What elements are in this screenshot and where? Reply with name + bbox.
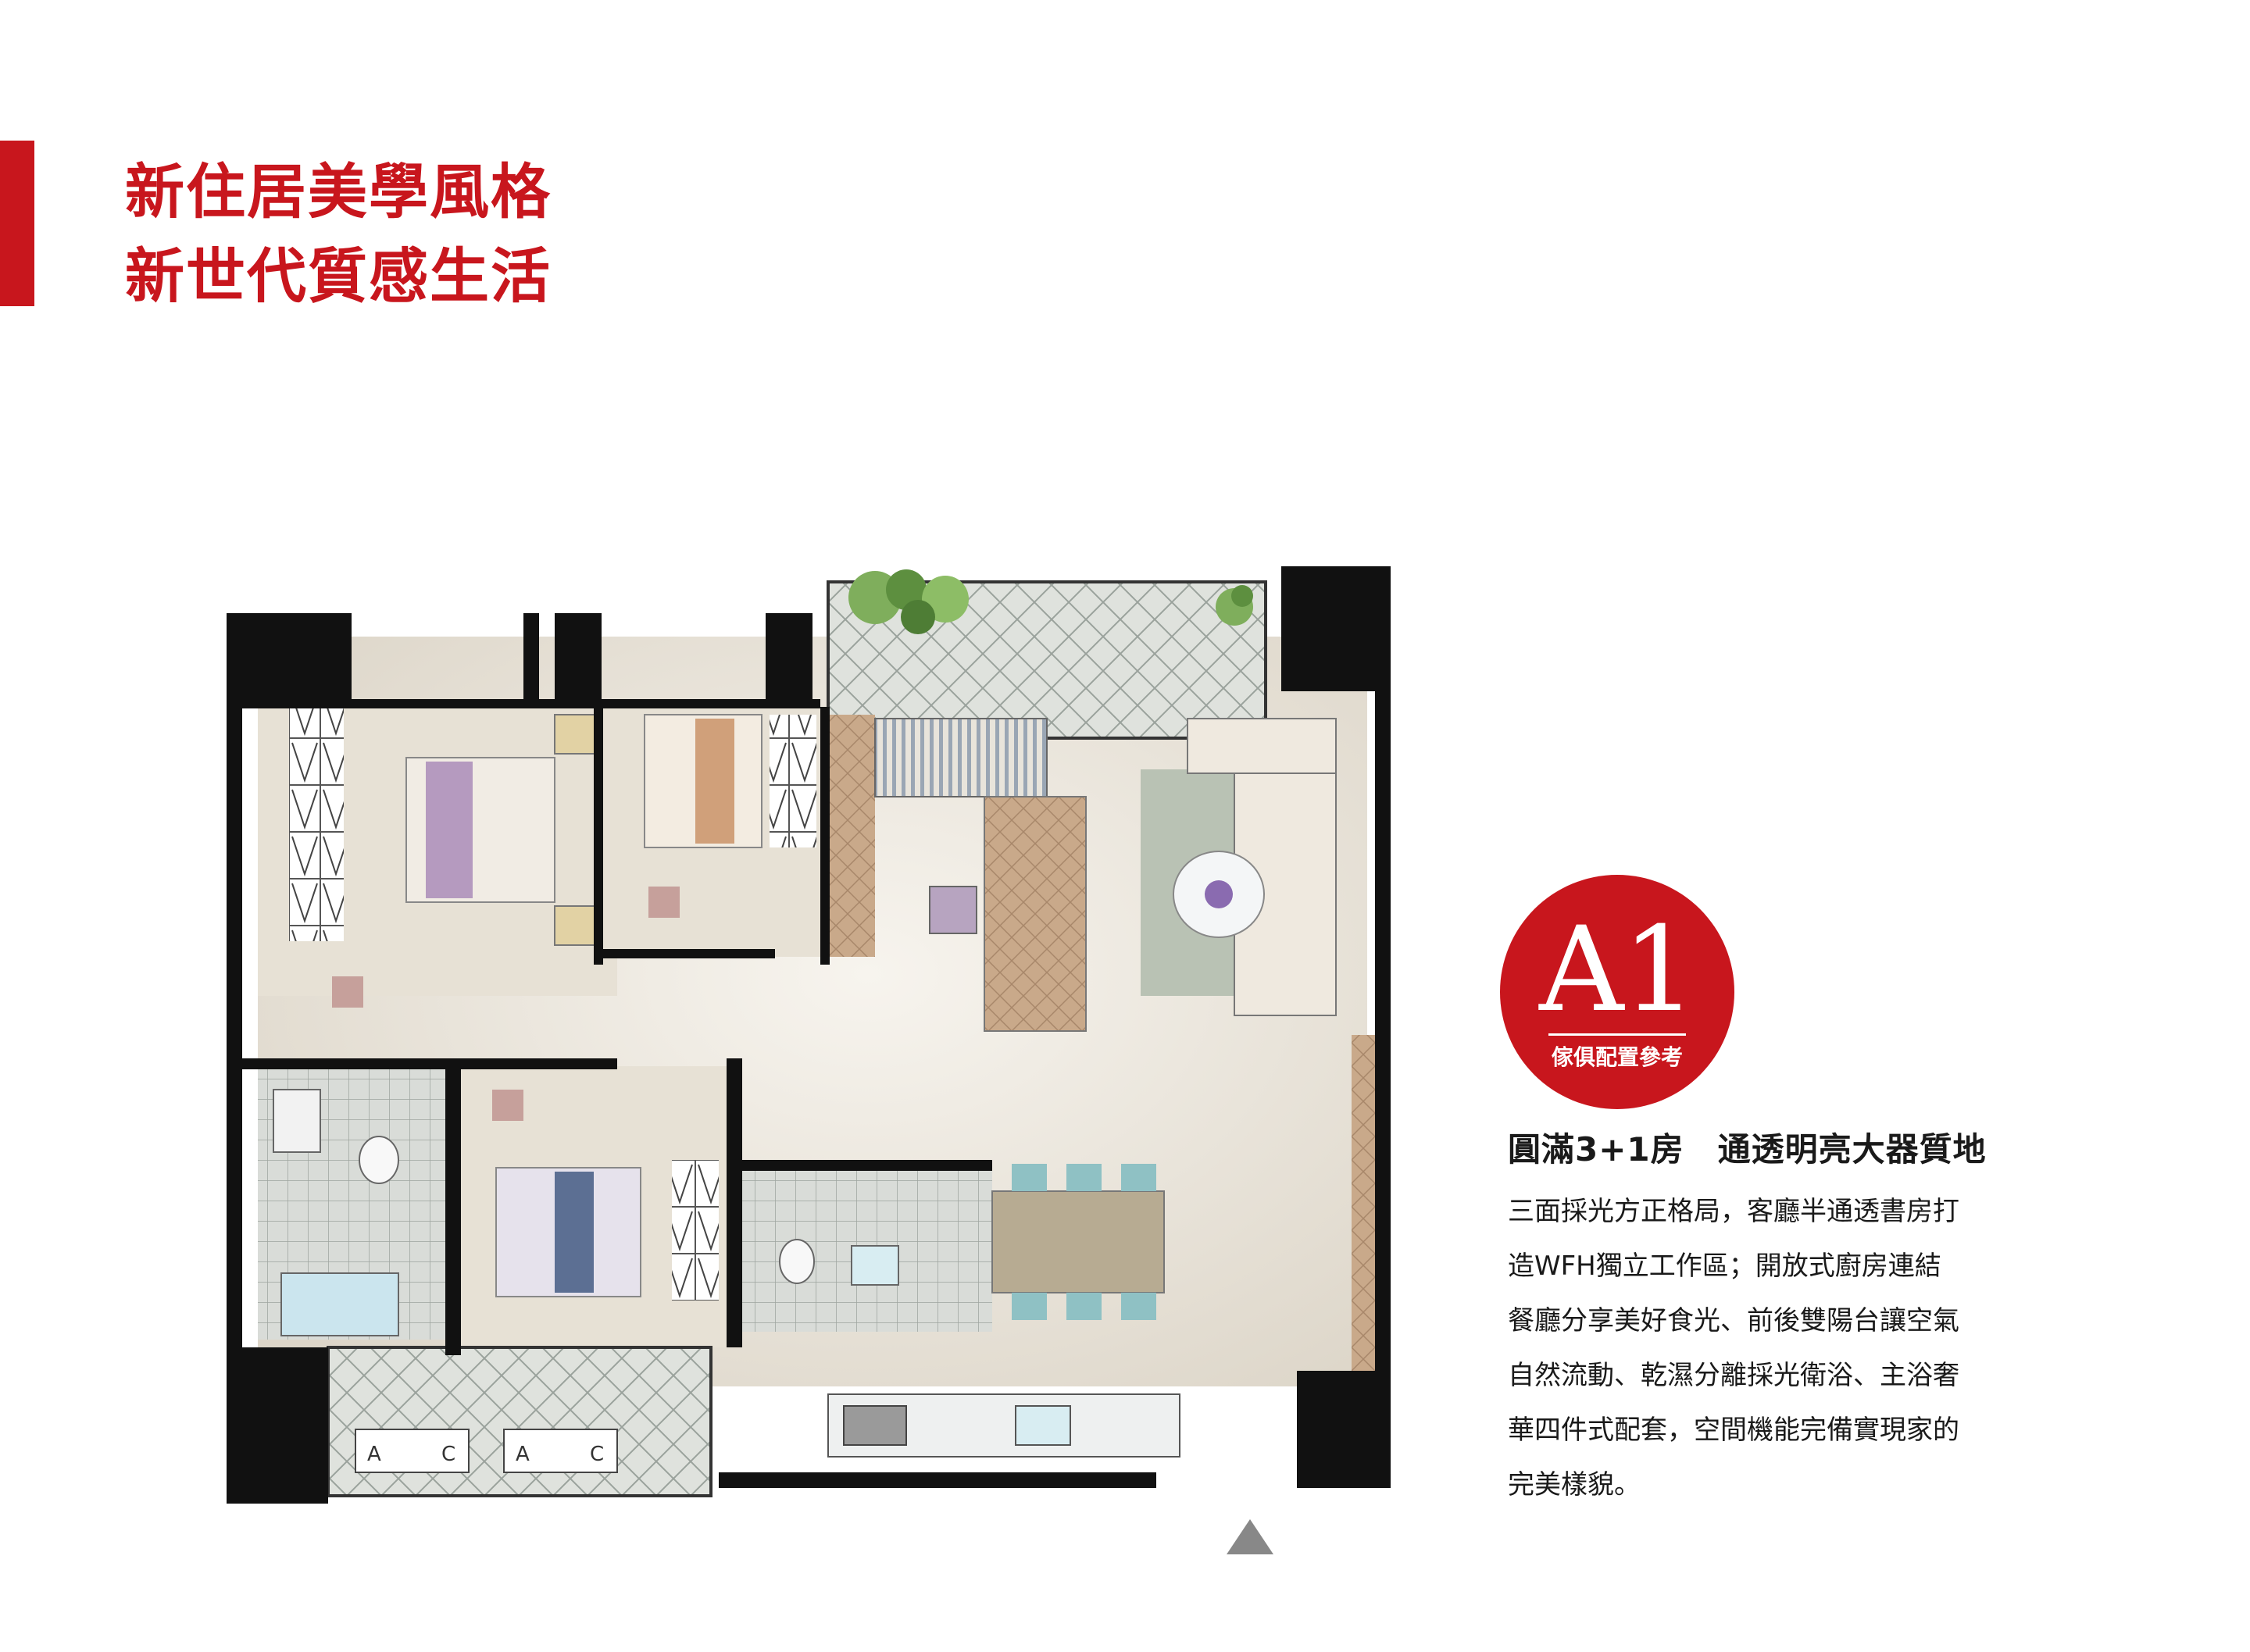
desk-chair <box>492 1090 523 1121</box>
toilet <box>359 1136 399 1184</box>
plant-icon <box>1216 585 1253 626</box>
entrance-arrow-icon <box>1227 1519 1273 1554</box>
study-desk <box>984 796 1087 1032</box>
walls <box>227 566 1391 1504</box>
description-body: 三面採光方正格局，客廳半通透書房打 造WFH獨立工作區；開放式廚房連結 餐廳分享… <box>1508 1184 2102 1512</box>
ac-label: A <box>516 1443 530 1466</box>
unit-badge: A1 傢俱配置參考 <box>1500 875 1734 1109</box>
flower-icon <box>1205 880 1233 908</box>
dining-chair <box>1066 1293 1102 1320</box>
toilet <box>779 1239 815 1284</box>
description-line: 自然流動、乾濕分離採光衛浴、主浴奢 <box>1508 1360 1959 1391</box>
dining-chair <box>1012 1293 1047 1320</box>
wardrobe <box>289 707 344 941</box>
unit-code: A1 <box>1539 902 1697 1038</box>
ac-label: C <box>441 1443 455 1466</box>
stool <box>929 886 977 934</box>
headline: 新住居美學風格 新世代質感生活 <box>125 150 552 319</box>
dining-chair <box>1066 1164 1102 1191</box>
dining-chair <box>1012 1164 1047 1191</box>
description-title: 圓滿3+1房 通透明亮大器質地 <box>1508 1130 1987 1169</box>
bathtub <box>280 1272 399 1336</box>
dining-chair <box>1121 1164 1156 1191</box>
description: 圓滿3+1房 通透明亮大器質地 三面採光方正格局，客廳半通透書房打 造WFH獨立… <box>1508 1126 2102 1512</box>
bed-runner <box>695 719 734 844</box>
ac-label: C <box>590 1443 604 1466</box>
bed-runner <box>555 1172 594 1293</box>
sink <box>851 1245 899 1286</box>
desk-chair <box>648 887 680 918</box>
badge-divider <box>1548 1033 1686 1036</box>
study-wall <box>828 715 875 957</box>
plant-icon <box>848 569 969 634</box>
wardrobe <box>770 715 816 847</box>
sink <box>1015 1405 1071 1446</box>
floor-plan: A C A C <box>227 566 1391 1554</box>
description-line: 完美樣貌。 <box>1508 1469 1641 1500</box>
description-line: 造WFH獨立工作區；開放式廚房連結 <box>1508 1251 1941 1282</box>
bed-runner <box>426 762 473 898</box>
ac-unit <box>503 1429 618 1473</box>
description-line: 餐廳分享美好食光、前後雙陽台讓空氣 <box>1508 1305 1959 1336</box>
accent-bar <box>0 141 34 306</box>
ac-unit <box>355 1429 470 1473</box>
wardrobe <box>672 1160 719 1301</box>
headline-line-2: 新世代質感生活 <box>125 241 552 311</box>
vanity-chair <box>332 976 363 1008</box>
ac-label: A <box>367 1443 381 1466</box>
description-line: 華四件式配套，空間機能完備實現家的 <box>1508 1415 1959 1446</box>
sofa-back <box>1187 718 1337 774</box>
unit-subtitle: 傢俱配置參考 <box>1551 1044 1683 1070</box>
headline-line-1: 新住居美學風格 <box>125 157 552 227</box>
dining-table <box>991 1190 1165 1293</box>
study-sofa <box>874 718 1048 797</box>
sink <box>273 1089 321 1153</box>
description-line: 三面採光方正格局，客廳半通透書房打 <box>1508 1196 1959 1227</box>
front-balcony <box>327 1346 712 1497</box>
stove <box>843 1405 907 1446</box>
dining-chair <box>1121 1293 1156 1320</box>
